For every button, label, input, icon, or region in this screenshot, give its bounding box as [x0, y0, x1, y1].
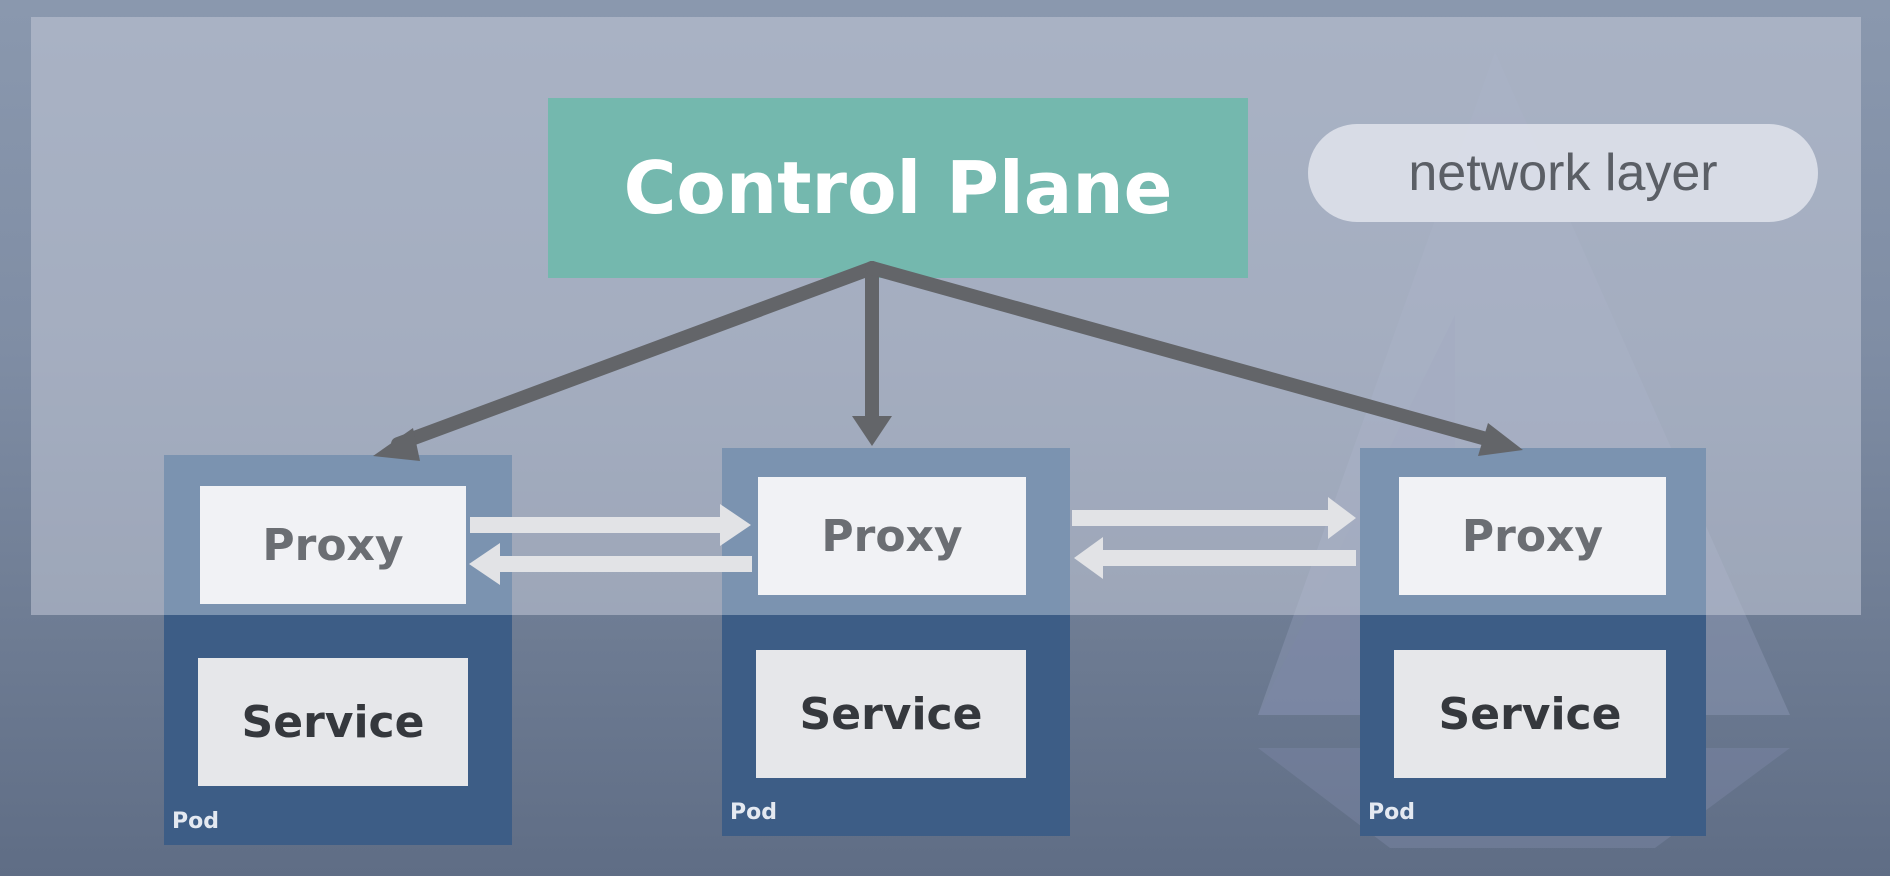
proxy-3-to-2-arrow-shaft	[1103, 550, 1356, 566]
pod-2-label: Pod	[730, 800, 777, 825]
pod-1: Proxy Service Pod	[164, 455, 512, 845]
proxy-2-to-1-arrow-shaft	[500, 556, 752, 572]
pod-1-proxy-label: Proxy	[262, 519, 404, 571]
pod-3-service-label: Service	[1438, 688, 1622, 740]
control-plane-label: Control Plane	[623, 146, 1173, 230]
pod-3-proxy-box: Proxy	[1399, 477, 1666, 595]
pod-2-service-box: Service	[756, 650, 1026, 778]
proxy-2-to-3-arrow-shaft	[1072, 510, 1328, 526]
pod-1-proxy-box: Proxy	[200, 486, 466, 604]
control-to-pod-2-arrowhead	[852, 416, 892, 446]
proxy-2-to-1-arrowhead	[469, 543, 500, 585]
pod-3: Proxy Service Pod	[1360, 448, 1706, 836]
control-to-pod-1-arrow-shaft	[391, 261, 879, 451]
control-plane-box: Control Plane	[548, 98, 1248, 278]
pod-2: Proxy Service Pod	[722, 448, 1070, 836]
proxy-1-to-2-arrow-shaft	[470, 517, 720, 533]
proxy-1-to-2-arrowhead	[720, 504, 751, 546]
pod-3-proxy-label: Proxy	[1461, 510, 1604, 562]
pod-1-service-box: Service	[198, 658, 468, 786]
pod-3-service-box: Service	[1394, 650, 1666, 778]
control-to-pod-1-arrowhead	[373, 428, 420, 461]
pod-2-proxy-label: Proxy	[821, 510, 963, 562]
pod-2-proxy-box: Proxy	[758, 477, 1026, 595]
network-layer-label: network layer	[1408, 144, 1718, 202]
proxy-3-to-2-arrowhead	[1074, 537, 1103, 579]
control-to-pod-3-arrow-shaft	[865, 261, 1497, 447]
pod-3-label: Pod	[1368, 800, 1415, 825]
pod-2-service-label: Service	[799, 688, 983, 740]
control-plane-arrows	[373, 261, 1523, 461]
pod-1-label: Pod	[172, 809, 219, 834]
network-layer-badge: network layer	[1308, 124, 1818, 222]
proxy-2-to-3-arrowhead	[1328, 497, 1356, 539]
pod-1-service-label: Service	[241, 696, 425, 748]
proxy-traffic-arrows	[469, 497, 1356, 585]
control-to-pod-3-arrowhead	[1478, 423, 1523, 456]
